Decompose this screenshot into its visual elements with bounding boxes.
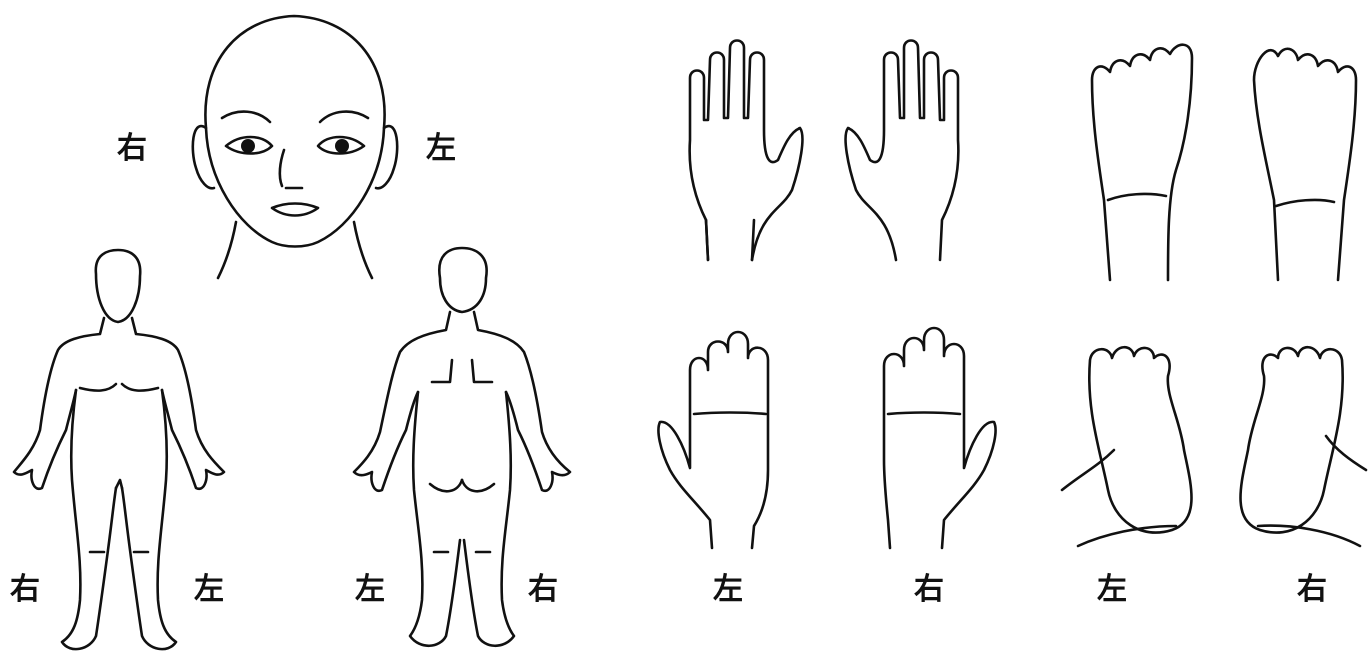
hand-back-diagram bbox=[690, 41, 959, 261]
hand-palm-right-label: 右 bbox=[914, 575, 944, 605]
foot-sole-left-label: 左 bbox=[1097, 575, 1127, 605]
head-right-label: 右 bbox=[117, 134, 147, 164]
foot-sole-diagram bbox=[1062, 347, 1366, 546]
foot-sole-right-label: 右 bbox=[1297, 575, 1327, 605]
head-outline bbox=[205, 16, 384, 247]
body-front-left-label: 左 bbox=[194, 575, 224, 605]
body-front-diagram bbox=[14, 250, 224, 649]
head-diagram bbox=[193, 16, 397, 278]
body-front-right-label: 右 bbox=[10, 575, 40, 605]
head-left-label: 左 bbox=[426, 134, 456, 164]
foot-top-diagram bbox=[1092, 45, 1356, 280]
body-back-left-label: 左 bbox=[355, 575, 385, 605]
hand-palm-diagram bbox=[658, 328, 995, 548]
hand-palm-left-label: 左 bbox=[713, 575, 743, 605]
body-back-right-label: 右 bbox=[528, 575, 558, 605]
